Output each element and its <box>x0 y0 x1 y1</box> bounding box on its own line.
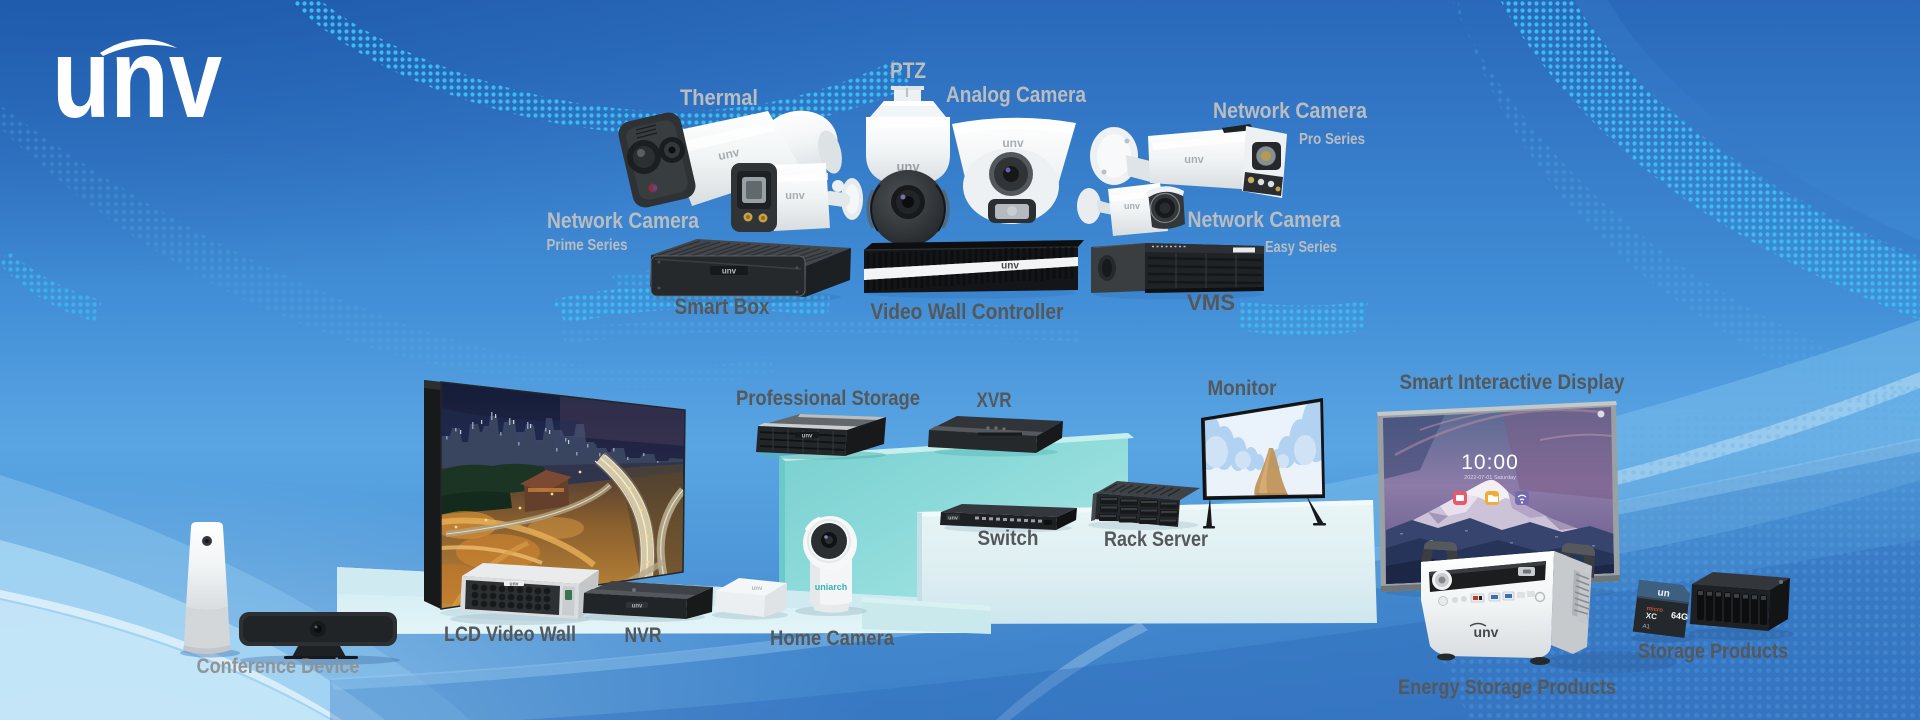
svg-text:10:00: 10:00 <box>1461 451 1519 474</box>
svg-text:unv: unv <box>1124 201 1140 211</box>
svg-text:Conference Device: Conference Device <box>197 655 360 678</box>
svg-text:Video Wall Controller: Video Wall Controller <box>871 299 1064 324</box>
svg-text:Home Camera: Home Camera <box>770 627 894 650</box>
svg-text:uniarch: uniarch <box>815 582 848 592</box>
svg-text:micro: micro <box>1646 606 1663 614</box>
svg-text:Smart Box: Smart Box <box>675 294 771 319</box>
svg-text:unv: unv <box>896 159 920 174</box>
svg-text:LCD Video Wall: LCD Video Wall <box>444 623 576 646</box>
svg-text:Monitor: Monitor <box>1208 377 1277 400</box>
svg-text:Network Camera: Network Camera <box>547 208 700 233</box>
svg-text:VMS: VMS <box>1187 290 1235 315</box>
svg-text:Analog Camera: Analog Camera <box>946 82 1087 107</box>
svg-text:unv: unv <box>717 145 741 163</box>
svg-text:Professional Storage: Professional Storage <box>736 387 920 410</box>
svg-text:Switch: Switch <box>978 527 1039 550</box>
svg-text:unv: unv <box>1001 261 1019 272</box>
svg-text:unv: unv <box>52 15 222 141</box>
svg-text:Rack Server: Rack Server <box>1104 528 1208 551</box>
svg-text:Easy Series: Easy Series <box>1265 239 1337 256</box>
svg-text:unv: unv <box>722 267 737 276</box>
svg-text:NVR: NVR <box>625 624 662 647</box>
svg-text:XVR: XVR <box>977 389 1012 412</box>
svg-text:Prime Series: Prime Series <box>547 237 628 254</box>
svg-text:unv: unv <box>802 434 813 440</box>
svg-text:64G: 64G <box>1670 610 1688 622</box>
svg-text:2022-07-01 Saturday: 2022-07-01 Saturday <box>1464 475 1516 481</box>
svg-text:Energy Storage Products: Energy Storage Products <box>1398 676 1616 699</box>
svg-text:unv: unv <box>1002 136 1024 150</box>
svg-text:un: un <box>1657 587 1670 599</box>
svg-text:unv: unv <box>510 582 519 588</box>
svg-text:unv: unv <box>632 604 643 610</box>
svg-text:unv: unv <box>1184 154 1204 166</box>
svg-text:unv: unv <box>948 516 959 522</box>
svg-text:PTZ: PTZ <box>890 58 926 83</box>
svg-text:A1: A1 <box>1642 624 1651 631</box>
svg-text:unv: unv <box>1474 624 1499 640</box>
svg-text:Network Camera: Network Camera <box>1213 98 1368 123</box>
svg-text:XC: XC <box>1645 611 1657 621</box>
svg-text:Pro Series: Pro Series <box>1299 131 1365 148</box>
svg-text:unv: unv <box>752 586 763 592</box>
svg-text:Thermal: Thermal <box>680 85 758 110</box>
svg-text:Smart Interactive Display: Smart Interactive Display <box>1400 371 1625 394</box>
svg-text:unv: unv <box>785 190 805 202</box>
svg-text:Storage Products: Storage Products <box>1638 640 1788 663</box>
svg-text:Network Camera: Network Camera <box>1188 207 1342 232</box>
